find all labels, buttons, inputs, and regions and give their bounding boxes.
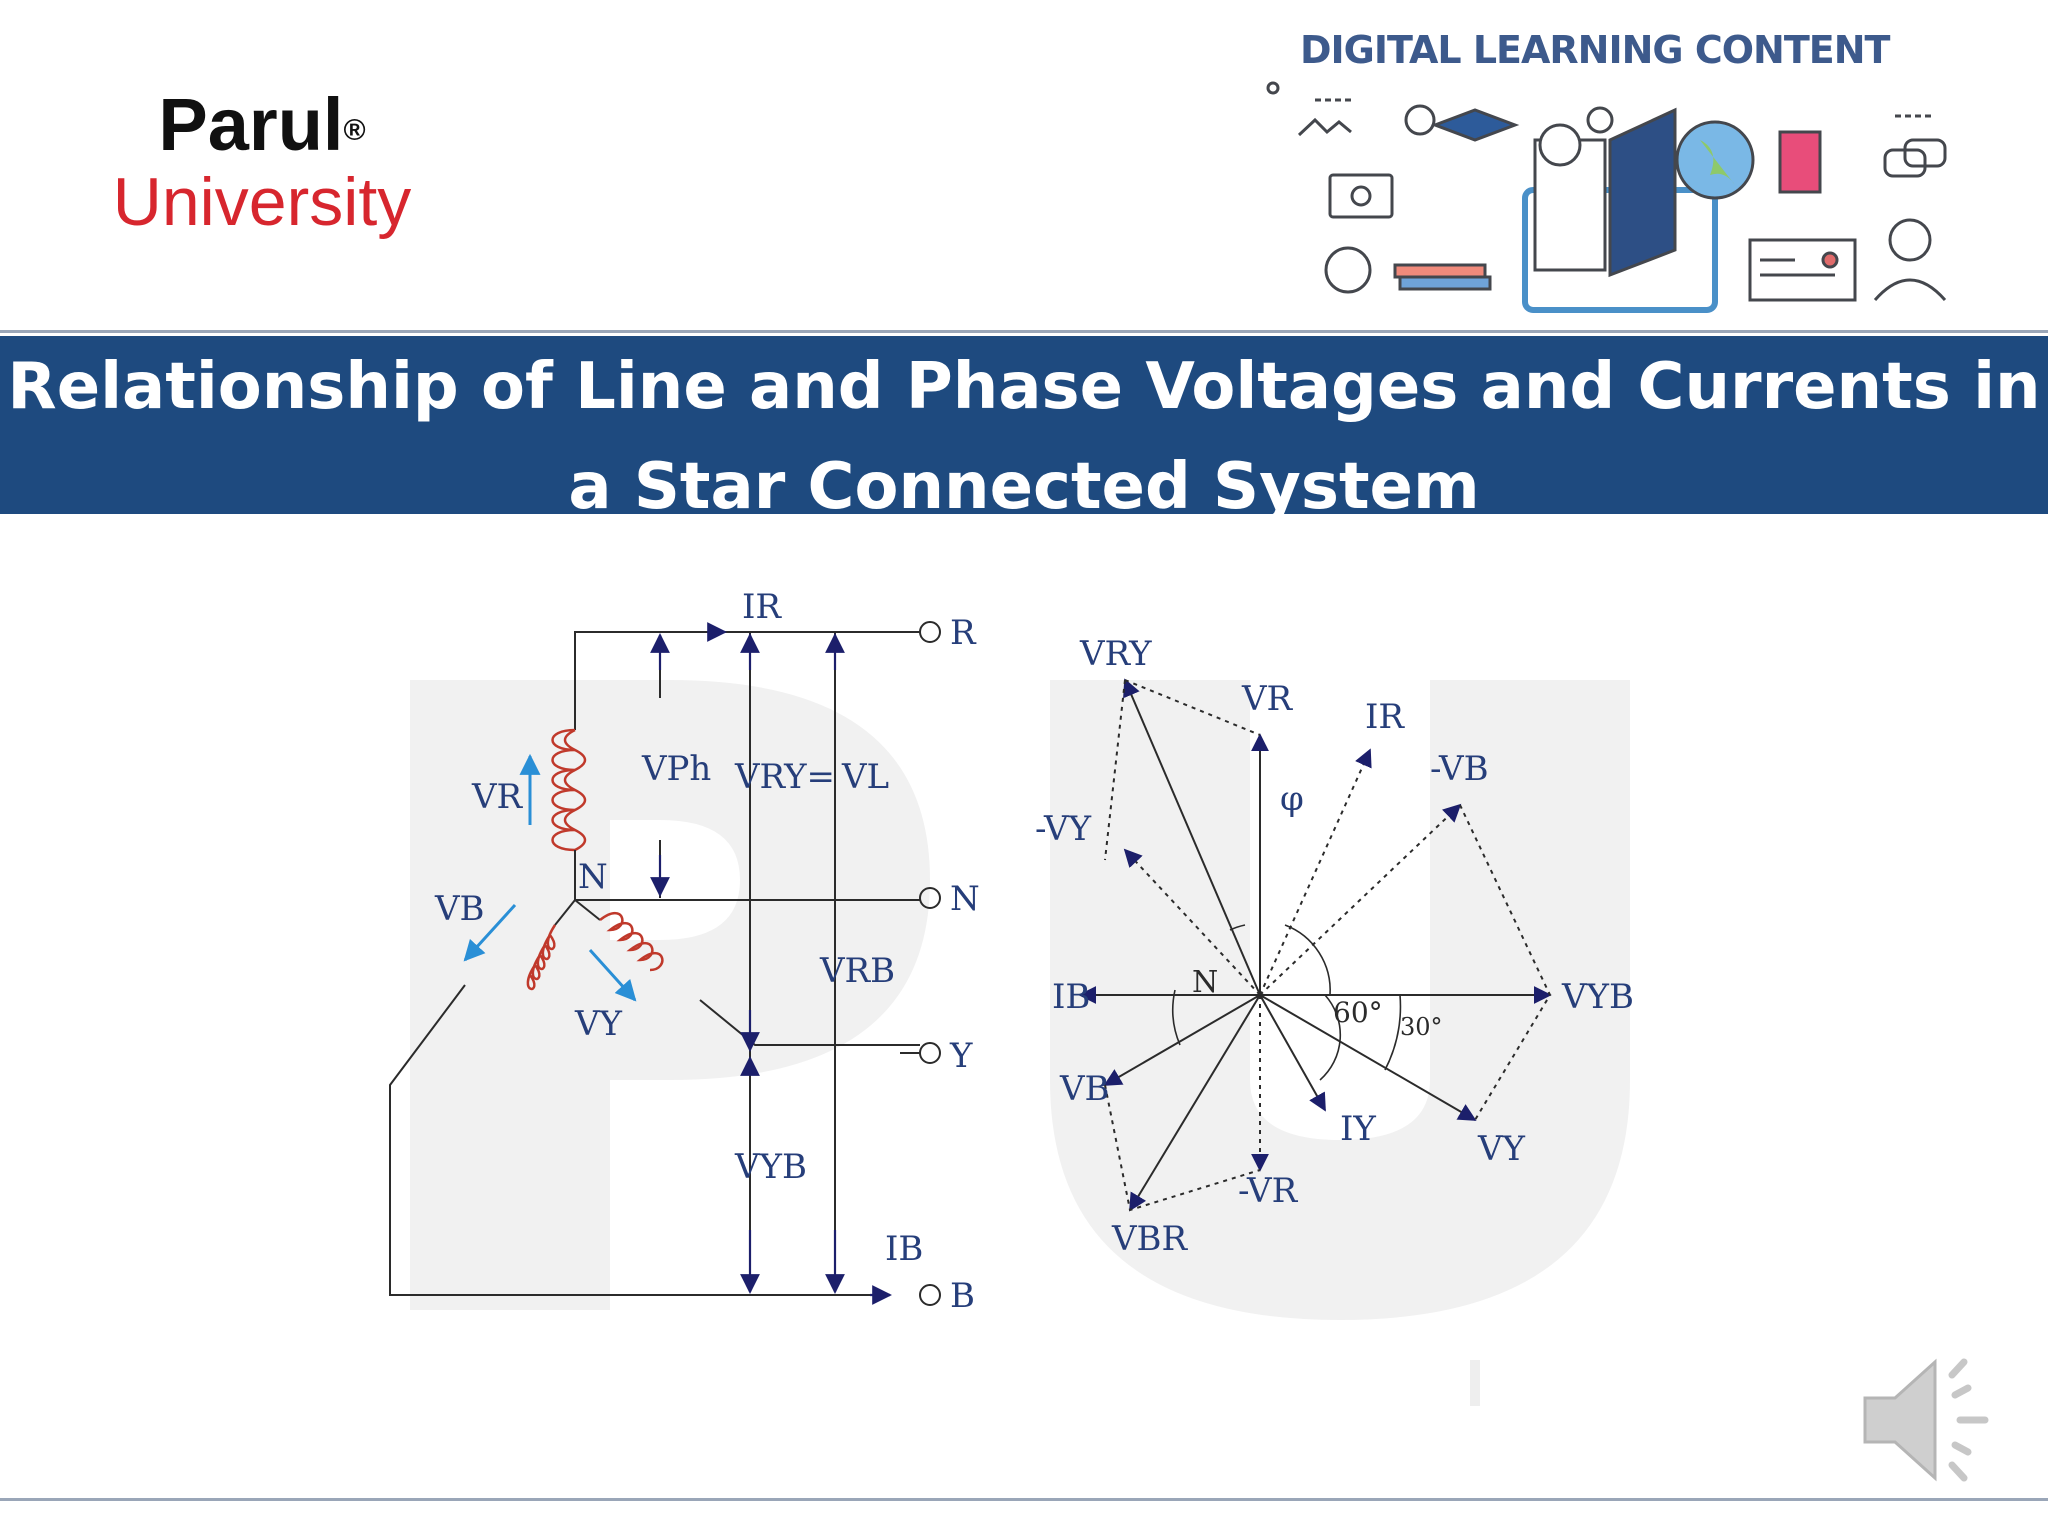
label-v-b: VB xyxy=(434,889,485,929)
terminal-r: R xyxy=(950,613,977,653)
label-v-ry: VRY= xyxy=(734,757,835,797)
phasor-label-v-yb: VYB xyxy=(1561,977,1634,1017)
label-i-b: IB xyxy=(885,1229,923,1269)
star-connection-diagram: IR VR VPh VRY= VL N VB VY VRB VYB IB R N… xyxy=(389,587,1634,1316)
label-v-yb: VYB xyxy=(734,1147,807,1187)
phasor-label-i-y: IY xyxy=(1340,1109,1376,1149)
phasor-label-v-ry: VRY xyxy=(1079,634,1152,674)
parul-university-logo: Parul® University xyxy=(92,83,432,240)
phasor-label-v-br: VBR xyxy=(1111,1219,1189,1259)
speaker-icon[interactable] xyxy=(1860,1350,2000,1490)
footer-divider xyxy=(0,1498,2048,1501)
title-banner: Relationship of Line and Phase Voltages … xyxy=(0,336,2048,514)
title-line-1: Relationship of Line and Phase Voltages … xyxy=(7,350,2041,424)
label-v-y: VY xyxy=(574,1004,623,1044)
coil-voltage-arrows xyxy=(463,753,637,1002)
label-v-ph: VPh xyxy=(641,749,711,789)
angle-60: 60° xyxy=(1333,996,1383,1029)
label-n-star: N xyxy=(578,857,608,897)
header-divider xyxy=(0,330,2048,333)
angle-30: 30° xyxy=(1400,1013,1443,1041)
logo-name: Parul xyxy=(158,83,344,166)
pu-watermark xyxy=(410,680,1630,1320)
phasor-label-i-r: IR xyxy=(1365,697,1405,737)
label-i-r: IR xyxy=(742,587,782,627)
phasor-label-neg-v-r: -VR xyxy=(1238,1171,1299,1211)
phasor-label-v-b: VB xyxy=(1059,1069,1110,1109)
terminal-y: Y xyxy=(949,1036,973,1076)
phasor-label-neg-v-b: -VB xyxy=(1430,749,1489,789)
label-v-l: VL xyxy=(841,757,889,797)
digital-learning-tagline: DIGITAL LEARNING CONTENT xyxy=(1300,28,1890,72)
phasor-label-i-b: IB xyxy=(1052,977,1090,1017)
circuit-arrows xyxy=(650,622,892,1305)
slide-marker xyxy=(1470,1360,1480,1406)
title-line-2: a Star Connected System xyxy=(568,450,1480,514)
registered-mark: ® xyxy=(343,114,366,147)
logo-subtitle: University xyxy=(112,164,412,240)
terminal-b: B xyxy=(950,1276,975,1316)
phasor-label-neg-v-y: -VY xyxy=(1035,809,1092,849)
education-illustration: × xyxy=(1266,81,1947,313)
label-v-rb: VRB xyxy=(819,951,895,991)
phasor-label-v-y: VY xyxy=(1477,1129,1526,1169)
phasor-label-n: N xyxy=(1192,965,1218,1000)
terminal-n: N xyxy=(950,879,980,919)
label-v-r: VR xyxy=(471,777,524,817)
phasor-label-v-r: VR xyxy=(1241,679,1294,719)
phasor-label-phi: φ xyxy=(1280,779,1304,819)
phasor-diagram: VRY VR IR -VB φ -VY IB N 60° 30° VYB VB … xyxy=(1035,634,1634,1259)
